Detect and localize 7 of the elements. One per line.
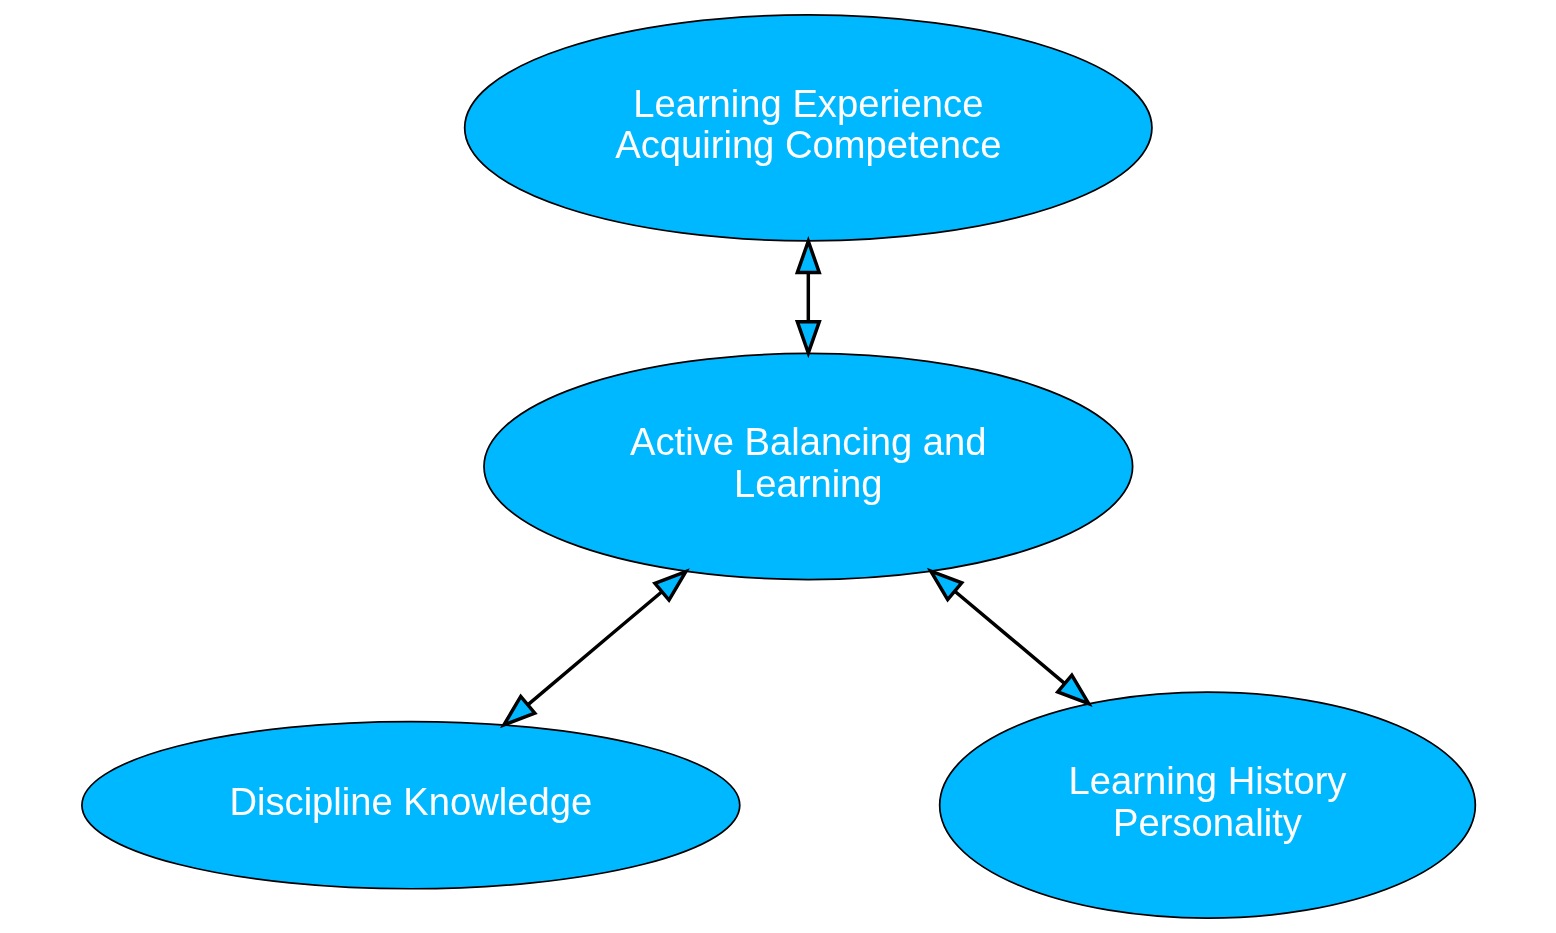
- node-ellipse: Discipline Knowledge: [80, 720, 741, 890]
- arrow: [499, 568, 690, 729]
- node-ellipse: Active Balancing and Learning: [482, 352, 1133, 581]
- arrow: [794, 235, 822, 359]
- node-ellipse: Learning History Personality: [938, 691, 1476, 919]
- node-ellipse: Learning Experience Acquiring Competence: [463, 14, 1153, 242]
- arrow: [926, 567, 1093, 707]
